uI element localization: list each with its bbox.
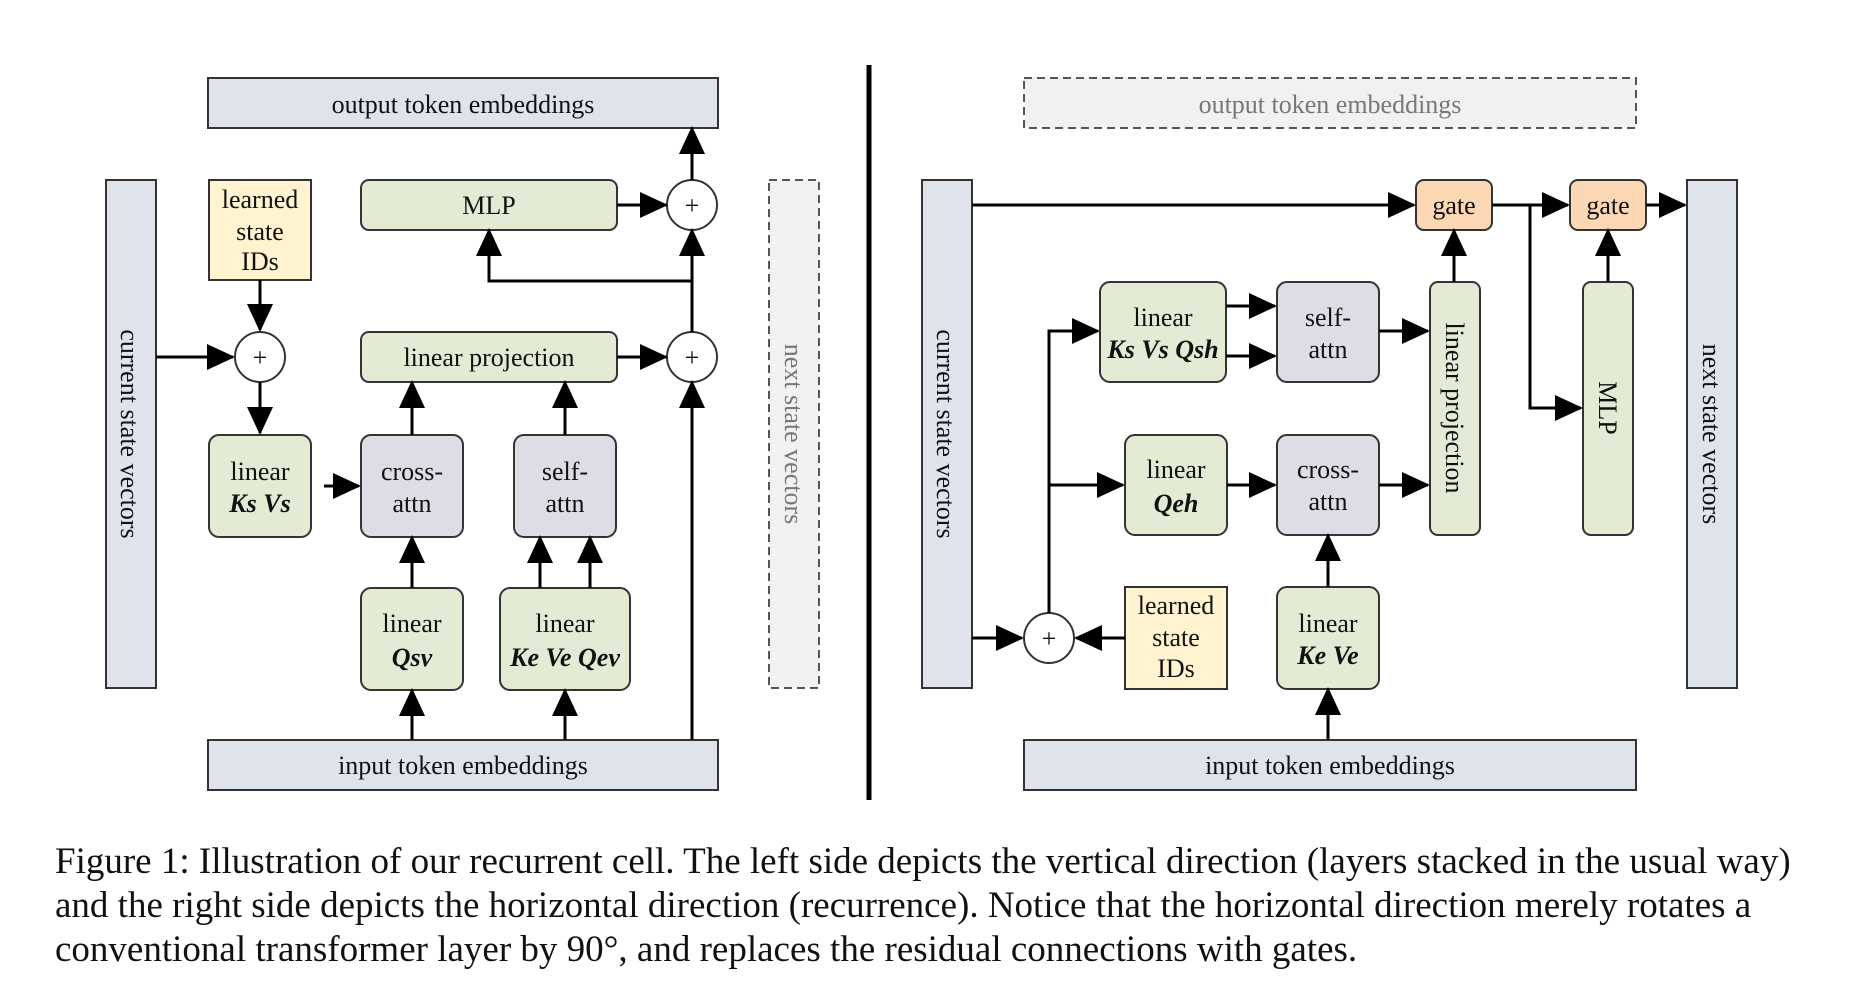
- left-mlp-label: MLP: [462, 191, 515, 220]
- left-plus-top: +: [685, 191, 700, 220]
- left-linear-ke-ve-qe-box: [499, 587, 631, 691]
- left-current-state-label: current state vectors: [115, 329, 144, 538]
- right-cross-attn-label-2: attn: [1309, 487, 1348, 516]
- right-linear-ke-ve-symbols: Ke Ve: [1296, 641, 1358, 670]
- left-linear-projection-label: linear projection: [403, 343, 574, 372]
- right-arrow-to-mlp: [1528, 205, 1583, 421]
- right-linear-projection-label: linear projection: [1440, 322, 1469, 493]
- left-linear-ks-vs-box: [208, 434, 312, 538]
- left-linear-qs-title: linear: [382, 609, 442, 638]
- left-output-embeddings-label: output token embeddings: [332, 90, 595, 119]
- left-panel: output token embeddings current state ve…: [105, 77, 820, 791]
- left-plus-mid: +: [685, 343, 700, 372]
- right-current-state-box: [921, 179, 973, 689]
- right-input-embeddings-label: input token embeddings: [1205, 751, 1455, 780]
- right-output-embeddings-label: output token embeddings: [1199, 90, 1462, 119]
- recurrent-cell-diagram: output token embeddings current state ve…: [105, 65, 1738, 800]
- right-input-embeddings-box: [1023, 739, 1637, 791]
- left-learned-label-1: learned: [222, 185, 299, 214]
- right-linear-top-box: [1099, 281, 1227, 383]
- right-arrows: [972, 192, 1687, 740]
- right-learned-label-2: state: [1152, 623, 1200, 652]
- right-gate-2-label: gate: [1586, 191, 1629, 220]
- right-learned-state-ids-box: [1124, 586, 1228, 690]
- left-current-state-box: [105, 179, 157, 689]
- right-linear-top-title: linear: [1133, 303, 1193, 332]
- right-cross-attn-box: [1276, 434, 1380, 536]
- left-learned-label-3: IDs: [241, 247, 279, 276]
- right-next-state-box: [1686, 179, 1738, 689]
- right-linear-qe-title: linear: [1146, 455, 1206, 484]
- right-plus: +: [1042, 624, 1057, 653]
- left-plus-state: +: [253, 343, 268, 372]
- left-next-state-label: next state vectors: [779, 344, 808, 525]
- left-self-attn-label-1: self-: [542, 457, 588, 486]
- right-self-attn-box: [1276, 281, 1380, 383]
- left-linear-qs-symbols: Qsv: [392, 643, 433, 672]
- right-learned-label-3: IDs: [1157, 654, 1195, 683]
- left-input-embeddings-label: input token embeddings: [338, 751, 588, 780]
- left-cross-attn-label-1: cross-: [381, 457, 443, 486]
- right-self-attn-label-2: attn: [1309, 335, 1348, 364]
- left-learned-label-2: state: [236, 217, 284, 246]
- left-self-attn-box: [513, 434, 617, 538]
- right-self-attn-label-1: self-: [1305, 303, 1351, 332]
- left-arrows: [156, 126, 705, 740]
- left-linear-ke-ve-qe-symbols: Ke Ve Qev: [509, 643, 620, 672]
- left-self-attn-label-2: attn: [546, 489, 585, 518]
- right-linear-qe-box: [1124, 434, 1228, 536]
- left-cross-attn-label-2: attn: [393, 489, 432, 518]
- left-next-state-box: [768, 179, 820, 689]
- left-input-embeddings-box: [207, 739, 719, 791]
- right-mlp-label: MLP: [1593, 381, 1622, 434]
- left-linear-ks-vs-symbols: Ks Vs: [228, 489, 290, 518]
- right-linear-qe-symbols: Qeh: [1154, 489, 1199, 518]
- left-linear-ke-ve-qe-title: linear: [535, 609, 595, 638]
- right-current-state-label: current state vectors: [931, 329, 960, 538]
- left-linear-qs-box: [360, 587, 464, 691]
- right-output-embeddings-box: [1023, 77, 1637, 129]
- right-next-state-label: next state vectors: [1697, 344, 1726, 525]
- left-output-embeddings-box: [207, 77, 719, 129]
- right-arrow-plus-to-linear-top: [1047, 318, 1100, 613]
- right-panel: output token embeddings current state ve…: [921, 77, 1738, 791]
- right-linear-top-symbols: Ks Vs Qsh: [1106, 335, 1218, 364]
- left-cross-attn-box: [360, 434, 464, 538]
- left-linear-ks-vs-title: linear: [230, 457, 290, 486]
- right-linear-ke-ve-title: linear: [1298, 609, 1358, 638]
- left-arrow-residual-to-mlp: [476, 228, 692, 283]
- right-cross-attn-label-1: cross-: [1297, 455, 1359, 484]
- right-gate-1-label: gate: [1432, 191, 1475, 220]
- figure-caption: Figure 1: Illustration of our recurrent …: [55, 841, 1791, 970]
- right-learned-label-1: learned: [1138, 591, 1215, 620]
- right-linear-ke-ve-box: [1276, 586, 1380, 690]
